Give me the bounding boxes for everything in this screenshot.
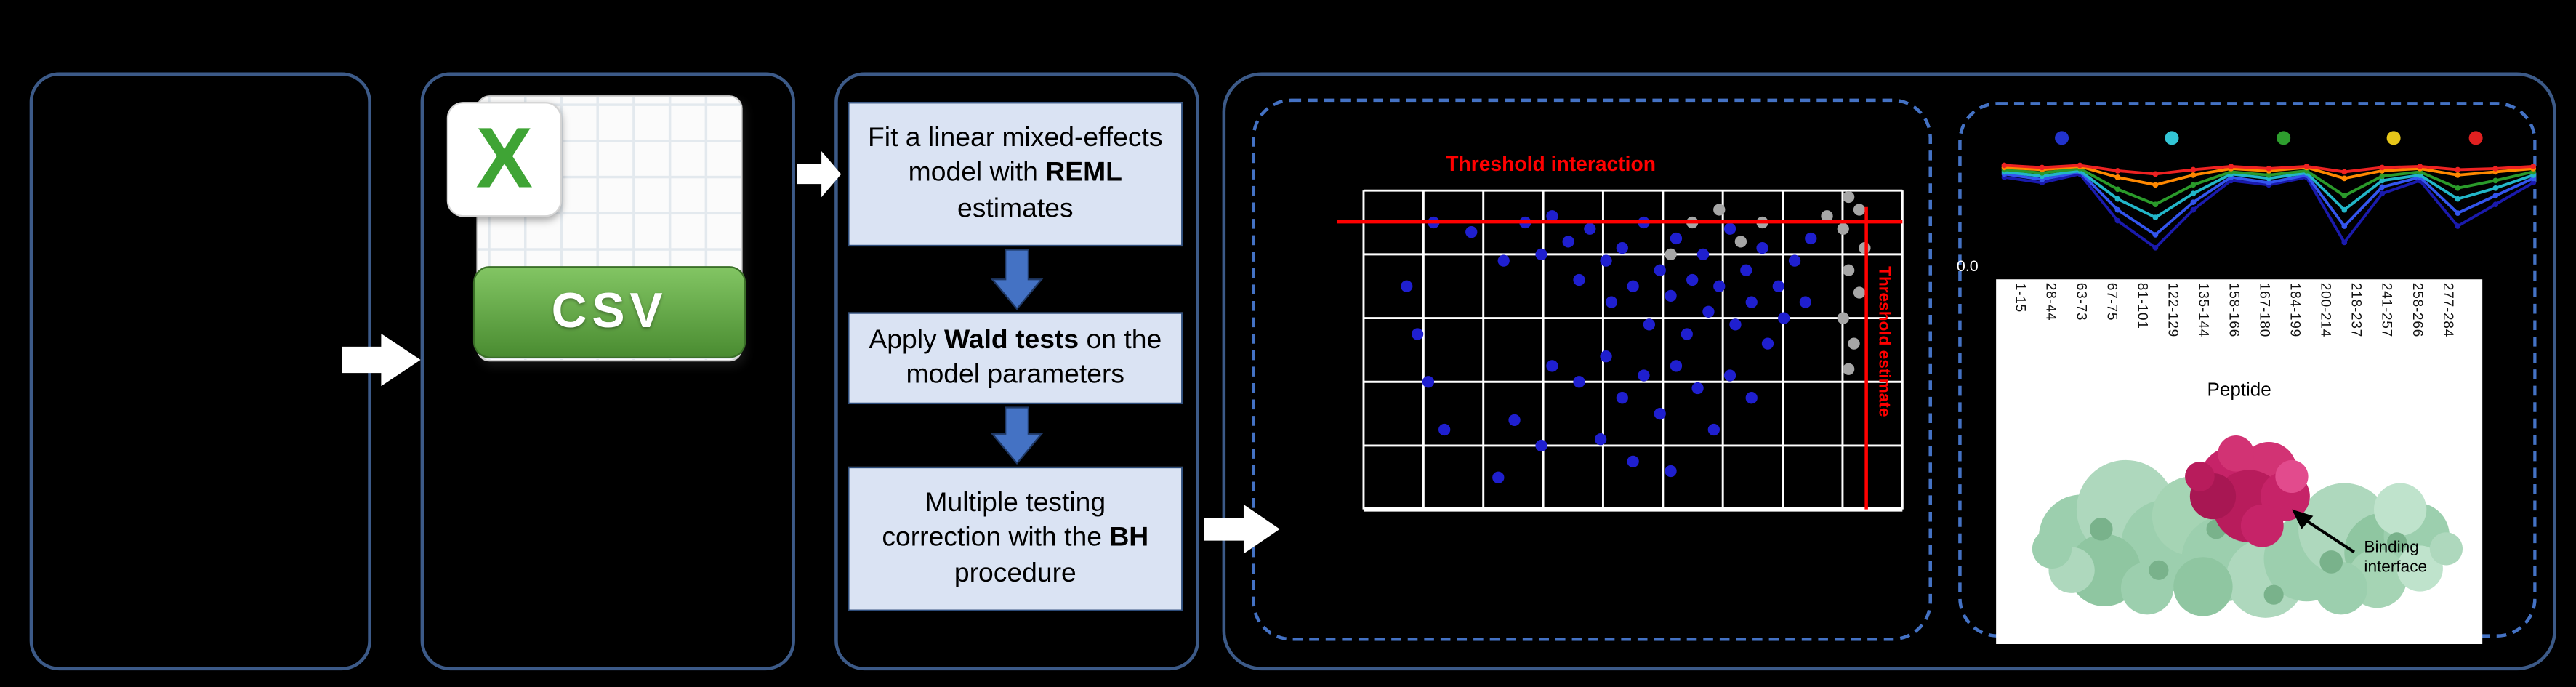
csv-banner-label: CSV	[551, 284, 668, 339]
step-fit-model: Fit a linear mixed-effects model with RE…	[848, 102, 1183, 247]
panel-experiment	[29, 72, 371, 671]
peptide-tick-label: 1-15	[2012, 282, 2029, 313]
csv-banner: CSV	[472, 266, 746, 358]
scatter-plot	[1337, 189, 1904, 512]
scatter-points-nonsignificant-gray	[1665, 190, 1871, 375]
binding-interface-region	[2185, 435, 2310, 547]
peptide-axis-label: Peptide	[2207, 381, 2271, 401]
uptake-series-blue	[2001, 169, 2537, 238]
peptide-axis-ticks: 1-15 28-44 63-73 67-75 81-101 122-129 135-144 1…	[1996, 279, 2482, 378]
uptake-line-chart	[2001, 131, 2537, 251]
scatter-points-significant-blue	[1401, 210, 1817, 483]
threshold-estimate-label: Threshold estimate	[1874, 266, 1893, 417]
excel-x-icon: X	[446, 102, 562, 217]
y-axis-tick-label: 0.0	[1956, 257, 1979, 276]
excel-x-letter: X	[475, 111, 534, 207]
peptide-tick-label: 277-284	[2440, 282, 2457, 338]
peptide-tick-label: 200-214	[2318, 282, 2335, 338]
state-legend-dots	[2055, 131, 2483, 145]
peptide-tick-label: 122-129	[2165, 282, 2182, 338]
peptide-result-panel: 1-15 28-44 63-73 67-75 81-101 122-129 135-144 1…	[1996, 279, 2483, 644]
binding-interface-label: Binding interface	[2364, 539, 2428, 577]
peptide-tick-label: 241-257	[2379, 282, 2396, 338]
peptide-tick-label: 158-166	[2226, 282, 2243, 338]
protein-surface-green	[2032, 459, 2463, 618]
peptide-tick-label: 67-75	[2104, 282, 2121, 321]
step-bh-correction-text: Multiple testing correction with the BH …	[882, 489, 1149, 588]
step-wald-tests: Apply Wald tests on the model parameters	[848, 312, 1183, 405]
uptake-series-red	[2001, 162, 2537, 177]
protein-structure	[2032, 435, 2463, 618]
peptide-tick-label: 81-101	[2134, 282, 2152, 329]
binding-interface-arrow-icon	[2291, 509, 2355, 554]
peptide-tick-label: 63-73	[2073, 282, 2090, 321]
scatter-grid	[1362, 189, 1904, 512]
step-bh-correction: Multiple testing correction with the BH …	[848, 466, 1183, 611]
peptide-tick-label: 218-237	[2348, 282, 2365, 338]
step-fit-model-text: Fit a linear mixed-effects model with RE…	[868, 124, 1163, 223]
peptide-tick-label: 184-199	[2287, 282, 2304, 338]
step-wald-tests-text: Apply Wald tests on the model parameters	[869, 325, 1162, 390]
peptide-tick-label: 258-266	[2410, 282, 2426, 338]
threshold-interaction-label: Threshold interaction	[1446, 153, 1657, 176]
results-scatter-box	[1252, 98, 1932, 641]
peptide-tick-label: 135-144	[2195, 282, 2213, 338]
peptide-tick-label: 167-180	[2257, 282, 2274, 338]
peptide-tick-label: 28-44	[2042, 282, 2060, 321]
threshold-lines	[1337, 206, 1903, 510]
